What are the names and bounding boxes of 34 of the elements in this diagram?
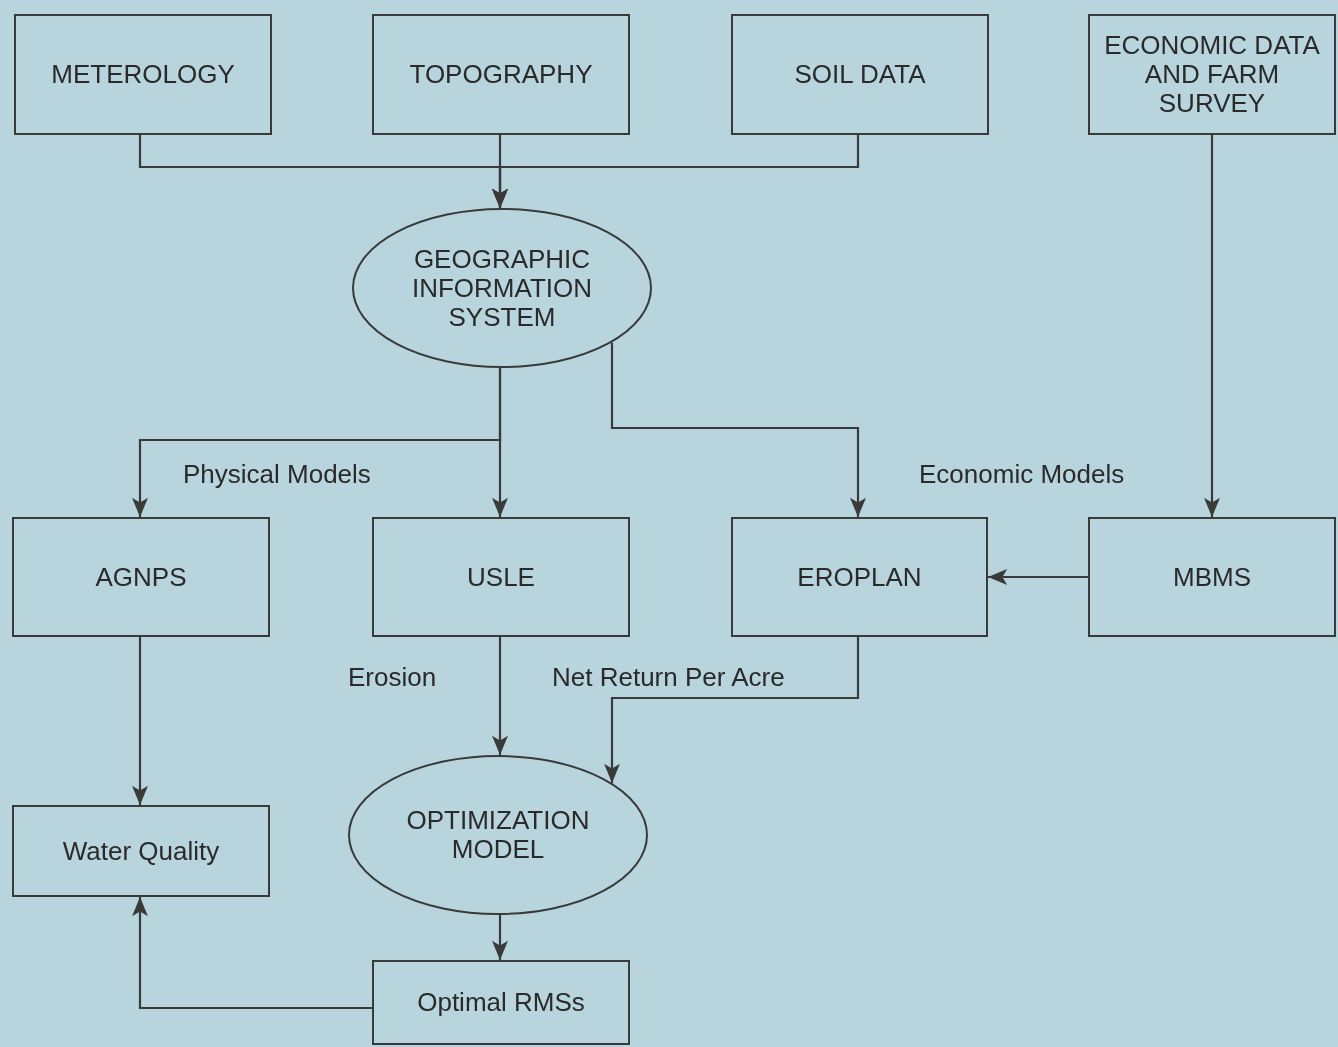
arrow [492, 135, 860, 208]
node-label: Water Quality [62, 836, 220, 866]
process-ellipse [348, 755, 648, 915]
node-label: MBMS [1173, 562, 1251, 592]
node-label: ECONOMIC DATA AND FARM SURVEY [1103, 31, 1321, 118]
process-box [14, 14, 272, 135]
node-label: OPTIMIZATION MODEL [405, 806, 591, 864]
node-label: GEOGRAPHIC INFORMATION SYSTEM [410, 244, 594, 332]
node-label: METEROLOGY [51, 60, 235, 89]
arrow [492, 637, 508, 755]
process-ellipse [352, 208, 652, 368]
arrow [988, 569, 1088, 585]
arrow [492, 368, 508, 517]
node-label: Optimal RMSs [417, 988, 585, 1017]
node-label: SOIL DATA [794, 60, 926, 89]
arrow [610, 342, 866, 517]
process-box [372, 14, 630, 135]
process-box [1088, 517, 1336, 637]
process-box [731, 14, 989, 135]
process-box [12, 805, 270, 897]
node-label: USLE [467, 562, 535, 592]
process-box [372, 960, 630, 1045]
process-box [731, 517, 988, 637]
process-box [372, 517, 630, 637]
process-box [1088, 14, 1336, 135]
arrow [1204, 135, 1220, 517]
process-box [12, 517, 270, 637]
arrow [492, 915, 508, 960]
node-label: EROPLAN [797, 562, 922, 592]
arrow [132, 897, 372, 1010]
node-label: AGNPS [95, 562, 187, 592]
arrow [132, 637, 148, 805]
node-label: TOPOGRAPHY [409, 60, 593, 89]
arrow [604, 637, 860, 783]
